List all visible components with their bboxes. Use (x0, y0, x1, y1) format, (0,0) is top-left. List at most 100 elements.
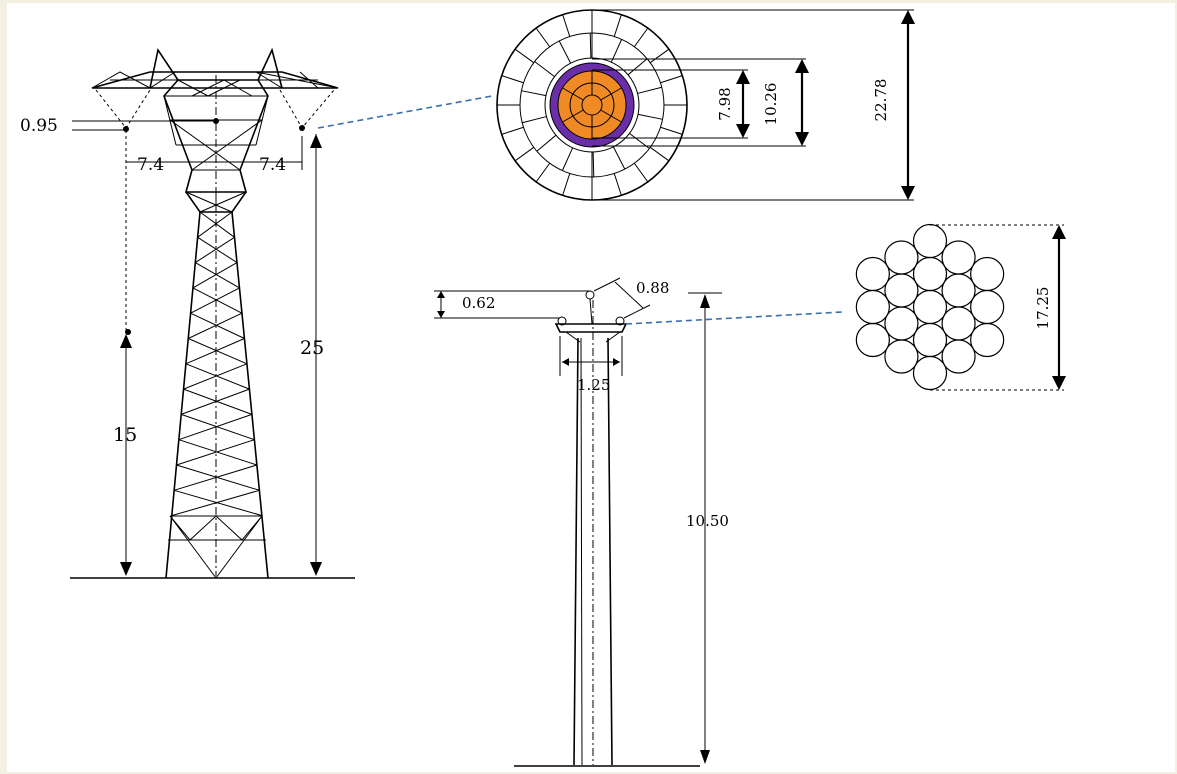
cable-inner-spoke (637, 86, 662, 94)
cable-inner-spoke (522, 116, 547, 124)
tower-brace (174, 489, 263, 517)
cable-outer-spoke (514, 146, 535, 162)
pole-left-insulator (557, 316, 567, 326)
lattice-tower: 0.95 7.4 7.4 15 25 (20, 47, 355, 579)
pole-shaft (573, 337, 613, 766)
tower-waist-bracing (185, 191, 247, 213)
tower-right-insulator (279, 89, 335, 129)
label-insulated-core: 10.26 (762, 83, 780, 126)
label-conductor-diameter: 17.25 (1034, 287, 1052, 330)
cable-outer-spoke (535, 162, 551, 183)
tower-brace (183, 388, 253, 415)
conductor-strand (912, 223, 948, 259)
cable-core-strands (562, 71, 622, 139)
tower-brace (197, 236, 238, 264)
dim-088-line (614, 281, 644, 309)
label-crossarm-width: 1.25 (577, 376, 610, 394)
dim-125-arrows (562, 358, 620, 366)
tower-brace (190, 312, 245, 339)
tower-base-bracing (168, 515, 266, 579)
conductor-strand (884, 273, 919, 308)
tower-crossarm-bracing (91, 71, 339, 89)
tower-brace (199, 211, 235, 238)
pole-crossarm-braces (565, 331, 621, 343)
conductor-strand (912, 355, 948, 391)
tower-brace (190, 287, 240, 314)
cable-outer-spoke (501, 75, 524, 84)
pole-inner-line (580, 337, 583, 766)
tower-legs (165, 211, 269, 579)
conductor-strand (912, 289, 948, 325)
cable-outer-spoke (660, 75, 683, 84)
cable-outer-spoke (660, 126, 683, 135)
conductor-strand (941, 273, 976, 308)
cable-inner-spoke (637, 113, 663, 120)
cable-outer-spoke (501, 126, 524, 135)
tower-brace (176, 439, 255, 466)
dim-062-arrows (437, 291, 445, 318)
label-inner-core: 7.98 (716, 87, 734, 120)
cable-inner-spoke (610, 39, 623, 63)
cable-inner-spoke (589, 33, 592, 59)
tower-peaks (149, 47, 283, 89)
cable-cross-section: 7.98 10.26 22.78 (496, 9, 915, 201)
label-insulator-offset: 0.88 (636, 279, 669, 297)
cable-outer-spoke (613, 173, 622, 196)
tower-right-conductor (299, 125, 305, 131)
tower-brace (181, 388, 250, 415)
cable-outer-spoke (633, 162, 649, 183)
conductor-strands (855, 223, 1005, 391)
pole-crossarm (554, 323, 628, 333)
cable-inner-spoke (558, 40, 572, 64)
tower-brace (185, 338, 245, 365)
conductor-strand (884, 240, 919, 275)
tower-brace (195, 236, 235, 264)
label-pole-height: 10.50 (686, 512, 729, 530)
tower-left-insulator (95, 89, 151, 129)
conductor-strand (941, 306, 976, 341)
label-lower-height: 15 (113, 424, 137, 446)
conductor-strand (884, 306, 919, 341)
label-left-span: 7.4 (137, 155, 164, 175)
stranded-conductor: 17.25 (855, 223, 1066, 391)
pole-top-pin (589, 298, 593, 325)
cable-inner-spoke (561, 147, 574, 171)
pole-top-insulator (585, 290, 595, 300)
tower-brace (178, 413, 253, 441)
cable-outer-spoke (649, 146, 670, 162)
tower-brace (181, 413, 255, 441)
cable-inner-spoke (612, 146, 626, 170)
conductor-strand (855, 289, 890, 325)
tower-brace (176, 464, 260, 491)
conductor-strand (970, 322, 1005, 358)
cable-outer-spoke (613, 14, 622, 37)
label-vertical-gap: 0.62 (462, 294, 495, 312)
cable-outer-spoke (562, 14, 571, 37)
tower-brace (171, 489, 260, 517)
tower-brace (192, 262, 238, 289)
tower-brace (197, 211, 233, 238)
pole-right-insulator (615, 316, 625, 326)
conductor-strand (884, 339, 919, 374)
tower-brace (195, 262, 240, 289)
tower-brace (178, 439, 258, 466)
core-mid-ring (569, 82, 615, 128)
conductor-strand (912, 256, 948, 292)
tower-brace (192, 287, 243, 314)
dim-088-ext-bottom (623, 304, 651, 319)
conductor-strand (970, 256, 1005, 292)
conductor-strand (941, 240, 976, 275)
conductor-strand (970, 289, 1005, 325)
cable-inner-spoke (536, 134, 557, 152)
cable-strand-divisions (497, 10, 687, 200)
tower-brace (188, 312, 243, 339)
cable-outer-spoke (649, 48, 670, 64)
dim-798-arrows (736, 70, 750, 138)
label-total-height: 25 (300, 337, 324, 359)
leader-line-conductor (625, 311, 843, 325)
conductor-strand (855, 322, 890, 358)
conductor-strand (941, 339, 976, 374)
label-right-span: 7.4 (259, 155, 286, 175)
tower-brace (188, 338, 248, 365)
